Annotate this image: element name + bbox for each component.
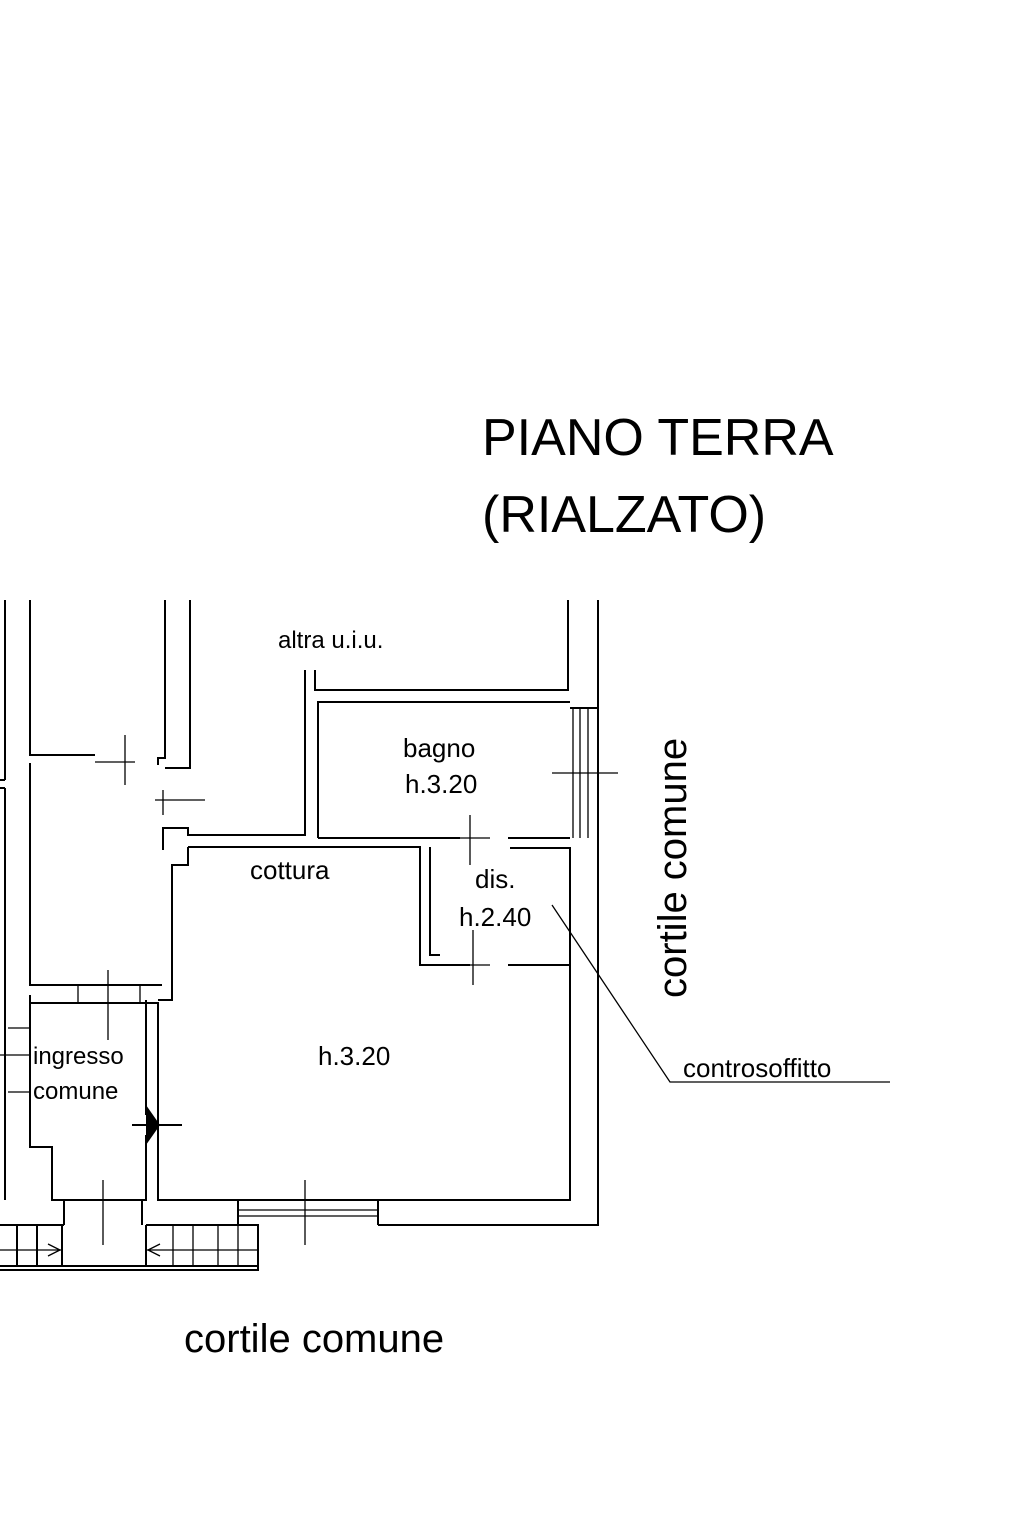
label-altra: altra u.i.u. [278,627,383,654]
label-bagno-h: h.3.20 [405,769,477,799]
label-cortile-right: cortile comune [651,738,695,998]
walls [0,600,890,1271]
title-line1: PIANO TERRA [482,409,834,467]
label-ingresso2: comune [33,1078,118,1105]
label-main-h: h.3.20 [318,1041,390,1071]
label-bagno: bagno [403,733,475,763]
label-dis: dis. [475,864,515,894]
title-line2: (RIALZATO) [482,486,766,544]
label-dis-h: h.2.40 [459,902,531,932]
label-cottura: cottura [250,855,330,885]
label-ingresso1: ingresso [33,1043,124,1070]
label-cortile-bottom: cortile comune [184,1317,444,1361]
labels: PIANO TERRA (RIALZATO) altra u.i.u. bagn… [33,409,834,1361]
label-controsoffitto: controsoffitto [683,1053,831,1083]
